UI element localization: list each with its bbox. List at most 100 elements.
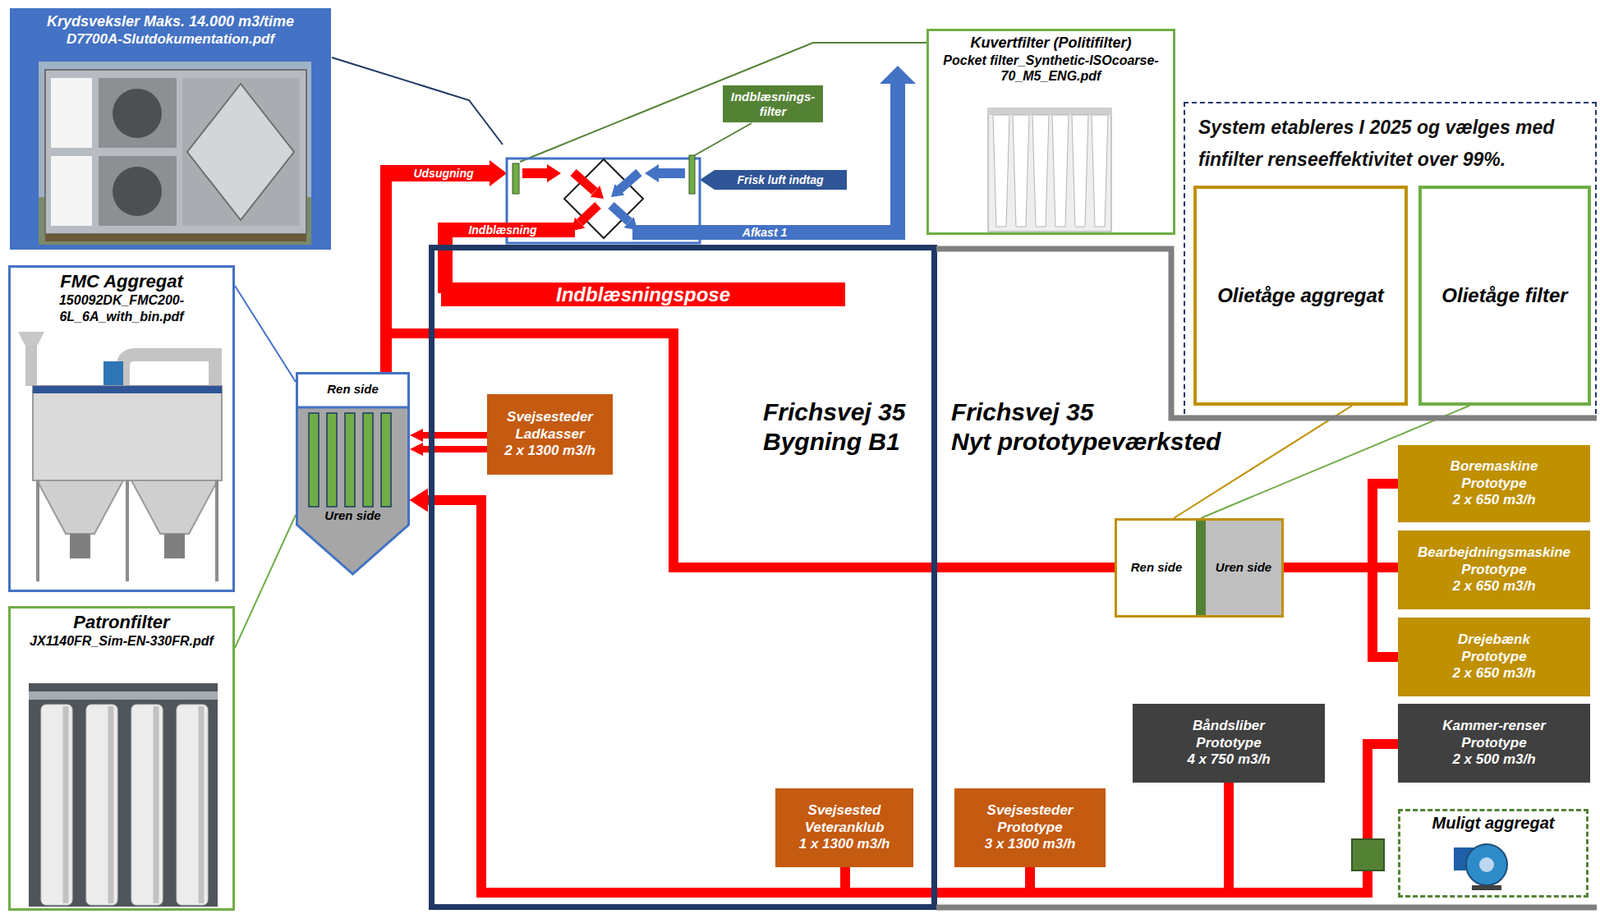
arrow-head [879, 65, 916, 84]
node-heading: Bearbejdningsmaskine [1417, 544, 1571, 561]
filter-frame [988, 108, 1112, 115]
duct-line [1283, 567, 1398, 658]
duct-pipe [25, 343, 37, 387]
photo-ground [28, 683, 218, 907]
arrow-head [409, 488, 428, 512]
bin [164, 533, 185, 559]
arrow-head [547, 164, 561, 183]
machine-box: Kammer-renserPrototype2 x 500 m3/h [1397, 703, 1591, 783]
node-text: 2 x 500 m3/h [1452, 751, 1536, 768]
arrow-head [644, 164, 659, 183]
node-text: Prototype [1461, 648, 1527, 666]
welding-station: SvejsestedVeteranklub1 x 1300 m3/h [775, 788, 914, 868]
duct-line [427, 500, 1030, 893]
exchanger-plate [187, 83, 295, 221]
title-block: Frichsvej 35Nyt prototypeværksted [951, 397, 1221, 457]
node-text: 2 x 650 m3/h [1452, 578, 1536, 595]
node-text: JX1140FR_Sim-EN-330FR.pdf [29, 633, 214, 649]
leader-line [694, 123, 752, 156]
node-heading: Muligt aggregat [1432, 813, 1555, 833]
node-text: 2 x 650 m3/h [1452, 665, 1536, 682]
document-callout: FMC Aggregat150092DK_FMC200-6L_6A_with_b… [8, 265, 235, 593]
filter-strip [512, 163, 520, 194]
node-text: 4 x 750 m3/h [1186, 751, 1270, 768]
possible-unit: Muligt aggregat [1397, 809, 1589, 898]
node-heading: Krydsveksler Maks. 14.000 m3/time [46, 13, 295, 32]
node-outline [295, 372, 410, 576]
filter-panel [50, 156, 92, 226]
flow-arrow [619, 172, 640, 190]
machine-box: DrejebænkPrototype2 x 650 m3/h [1397, 617, 1591, 697]
filter-pocket [1032, 114, 1049, 227]
duct-connector [409, 488, 1398, 893]
fan-wheel [112, 166, 162, 217]
arrow-head [571, 217, 585, 231]
duct-connector [1283, 483, 1398, 568]
document-callout: Krydsveksler Maks. 14.000 m3/timeD7700A-… [9, 8, 332, 250]
node-text: Prototype [1461, 475, 1527, 492]
node-text: D7700A-Slutdokumentation.pdf [66, 31, 275, 48]
node-text: Uren side [1205, 560, 1282, 575]
leader-line [234, 514, 296, 649]
node-text: 1 x 1300 m3/h [799, 836, 891, 853]
welding-station: SvejsestederPrototype3 x 1300 m3/h [954, 788, 1106, 868]
duct-connector [409, 442, 488, 456]
node-heading: Boremaskine [1450, 458, 1539, 475]
filter-pocket [1052, 114, 1069, 227]
arrow-head [611, 183, 625, 198]
node-heading: Patronfilter [73, 611, 170, 634]
collector-body [32, 386, 222, 481]
node-heading: Olietåge filter [1441, 284, 1568, 309]
filter-pocket [1012, 114, 1030, 227]
blower-foot [1471, 885, 1502, 891]
node-text: Nyt prototypeværksted [951, 427, 1221, 457]
machine-box: BåndsliberPrototype4 x 750 m3/h [1132, 703, 1325, 783]
node-text: Uren side [295, 508, 410, 524]
collector-unit: Ren sideUren side [295, 372, 410, 576]
blower-housing [1466, 844, 1508, 886]
machine-box: BearbejdningsmaskinePrototype2 x 650 m3/… [1397, 530, 1591, 610]
node-text: 2 x 1300 m3/h [504, 442, 596, 460]
filter-tag: Indblæsnings-filter [722, 85, 823, 123]
node-heading: Drejebænk [1457, 631, 1531, 649]
leader-line [234, 285, 296, 382]
leader-line [1173, 405, 1352, 519]
document-callout: PatronfilterJX1140FR_Sim-EN-330FR.pdf [8, 606, 235, 911]
title-block: Frichsvej 35Bygning B1 [763, 397, 906, 457]
blower-hub [1479, 857, 1495, 873]
arrow-head [409, 488, 428, 512]
duct-line [1283, 483, 1398, 568]
note-box: System etableres I 2025 og vælges med fi… [1183, 101, 1597, 414]
unit-box: Olietåge aggregat [1193, 185, 1408, 406]
duct-connector [409, 428, 488, 442]
duct-label: Udsugning [409, 165, 477, 181]
duct-funnel [18, 331, 45, 345]
arrow-head [489, 160, 507, 187]
filter-pocket [1091, 114, 1109, 227]
exhaust-duct [380, 173, 392, 373]
unit-cabinet [45, 69, 307, 235]
node-heading: Olietåge aggregat [1217, 284, 1384, 309]
flow-arrow [522, 168, 549, 179]
fan-wheel [112, 88, 162, 138]
arrow-head [409, 488, 428, 512]
node-heading: Kuvertfilter (Politifilter) [970, 34, 1132, 53]
filter-panel [50, 78, 92, 148]
node-heading: Båndsliber [1192, 717, 1265, 735]
unit-box: Olietåge filter [1418, 185, 1591, 406]
hopper [36, 480, 124, 534]
node-heading: Frichsvej 35 [951, 397, 1221, 428]
welding-station: SvejsestederLadkasser2 x 1300 m3/h [487, 394, 613, 475]
duct-connector [1283, 567, 1398, 658]
node-heading: Svejsesteder [987, 802, 1074, 819]
motor [103, 361, 124, 387]
node-heading: Ren side [295, 381, 410, 397]
leader-line [234, 514, 296, 649]
filter-frame [988, 108, 1112, 232]
leader-line [331, 57, 503, 145]
cartridge-shade [65, 706, 202, 904]
duct-connector [409, 488, 1229, 893]
oil-mist-unit: Ren sideUren side [1114, 518, 1284, 618]
node-text: Ladkasser [514, 426, 584, 443]
